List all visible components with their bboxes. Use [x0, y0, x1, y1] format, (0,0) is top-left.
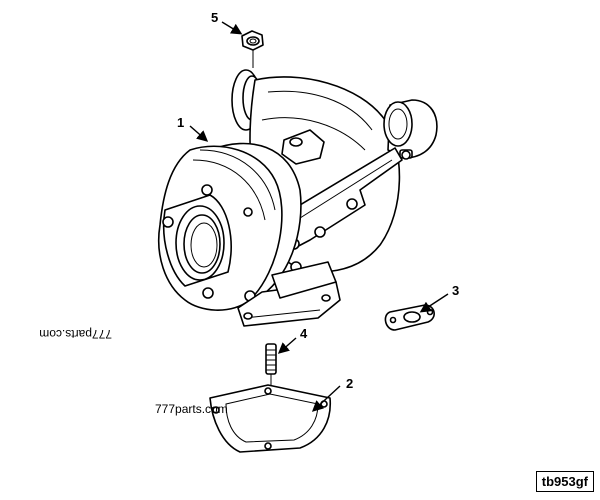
callout-5: 5: [211, 10, 218, 25]
figure-code: tb953gf: [535, 471, 594, 492]
leader-line-3: [419, 293, 449, 313]
drain-gasket: [384, 304, 435, 331]
leader-line-2: [311, 385, 341, 412]
stud: [265, 343, 277, 385]
watermark-mirrored: 777parts.com: [39, 327, 112, 341]
leader-line-4: [277, 337, 297, 354]
lock-nut: [241, 30, 264, 68]
leader-line-1: [189, 125, 209, 142]
turbocharger: [157, 69, 438, 327]
callout-4: 4: [300, 326, 308, 341]
callout-3: 3: [452, 283, 459, 298]
watermark: 777parts.com: [155, 402, 228, 416]
callout-1: 1: [177, 115, 184, 130]
leader-line-5: [221, 21, 243, 35]
exhaust-gasket: [209, 384, 332, 453]
callout-2: 2: [346, 376, 353, 391]
